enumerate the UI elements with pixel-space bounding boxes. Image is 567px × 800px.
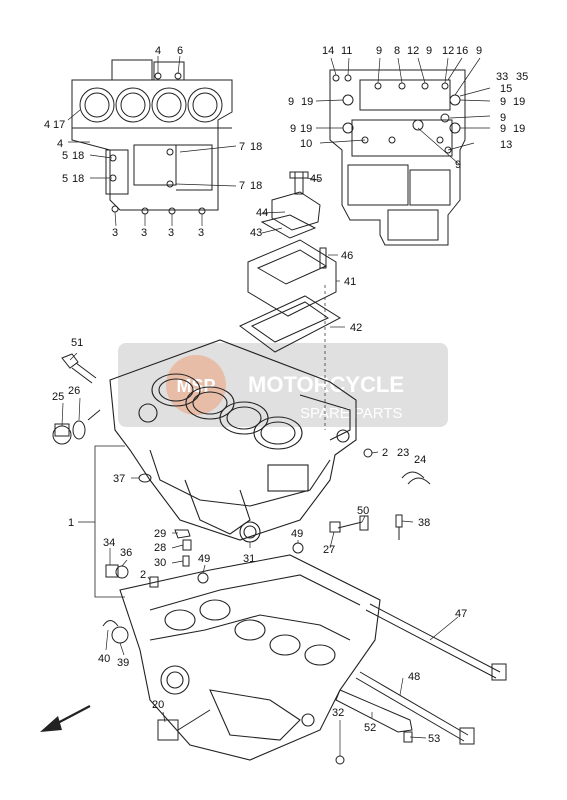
upper-crankcase <box>109 339 357 543</box>
part-label: 19 <box>300 123 312 135</box>
part-label: 48 <box>408 671 420 683</box>
part-label: 8 <box>394 45 400 57</box>
part-label: 44 <box>256 207 268 219</box>
breather-cover-assembly <box>239 171 342 353</box>
lower-leader-lines <box>61 352 459 756</box>
part-label: 37 <box>113 473 125 485</box>
part-label: 2 <box>140 569 146 581</box>
part-label: 3 <box>168 227 174 239</box>
part-label: 7 <box>239 141 245 153</box>
part-label: 9 <box>290 123 296 135</box>
part-label: 19 <box>513 123 525 135</box>
part-label: 9 <box>288 96 294 108</box>
part-label: 35 <box>516 71 528 83</box>
part-label: 40 <box>98 653 110 665</box>
part-label: 18 <box>250 180 262 192</box>
part-label: 3 <box>112 227 118 239</box>
part-label: 9 <box>500 96 506 108</box>
part-label: 6 <box>177 45 183 57</box>
part-label: 20 <box>152 699 164 711</box>
small-parts-right <box>292 448 507 745</box>
part-label: 25 <box>52 391 64 403</box>
part-label: 51 <box>71 337 83 349</box>
part-label: 4 <box>155 45 161 57</box>
part-label: 18 <box>72 173 84 185</box>
part-label: 24 <box>414 454 426 466</box>
part-label: 38 <box>418 517 430 529</box>
part-label: 17 <box>53 119 65 131</box>
bearing-shells-23-24 <box>401 471 431 485</box>
part-label: 12 <box>442 45 454 57</box>
part-label: 9 <box>500 112 506 124</box>
part-label: 1 <box>68 517 74 529</box>
part-label: 49 <box>198 553 210 565</box>
part-label: 10 <box>300 138 312 150</box>
part-label: 31 <box>243 553 255 565</box>
part-label: 9 <box>500 123 506 135</box>
part-labels: 4 6 4 17 4 5 18 5 18 7 18 7 18 3 3 3 3 1… <box>44 45 528 745</box>
part-label: 11 <box>341 45 352 57</box>
plug-25-oring-26 <box>52 409 101 445</box>
part-label: 4 <box>44 119 50 131</box>
lower-crankcase <box>119 554 381 761</box>
part-1-bracket <box>78 445 125 598</box>
part-label: 41 <box>344 276 356 288</box>
part-label: 47 <box>455 608 467 620</box>
upper-right-leader-lines <box>315 57 491 166</box>
part-label: 4 <box>57 138 63 150</box>
part-label: 14 <box>322 45 334 57</box>
upper-left-leader-lines <box>67 55 237 227</box>
part-label: 9 <box>476 45 482 57</box>
part-label: 2 <box>382 447 388 459</box>
part-label: 26 <box>68 385 80 397</box>
watermark-subtitle: SPARE PARTS <box>300 405 403 422</box>
part-label: 3 <box>198 227 204 239</box>
part-label: 49 <box>291 528 303 540</box>
part-label: 5 <box>62 173 68 185</box>
front-direction-arrow-icon <box>40 705 91 732</box>
part-label: 34 <box>103 537 115 549</box>
part-label: 32 <box>332 707 344 719</box>
part-label: 52 <box>364 722 376 734</box>
part-label: 19 <box>301 96 313 108</box>
part-label: 3 <box>141 227 147 239</box>
part-label: 13 <box>500 139 512 151</box>
part-label: 43 <box>250 227 262 239</box>
breather-leader-lines <box>261 177 345 430</box>
part-label: 33 <box>496 71 508 83</box>
part-label: 30 <box>154 557 166 569</box>
part-label: 9 <box>376 45 382 57</box>
watermark: MSP MOTORCYCLE SPARE PARTS <box>118 343 448 427</box>
part-label: 7 <box>239 180 245 192</box>
part-label: 45 <box>310 173 322 185</box>
part-label: 46 <box>341 250 353 262</box>
lower-crankcase-bottom-view <box>329 69 466 246</box>
part-label: 5 <box>62 150 68 162</box>
part-label: 19 <box>513 96 525 108</box>
part-label: 15 <box>500 83 512 95</box>
upper-crankcase-top-view <box>71 59 233 215</box>
part-label: 53 <box>428 733 440 745</box>
part-label: 39 <box>117 657 129 669</box>
part-label: 42 <box>350 322 362 334</box>
part-label: 9 <box>426 45 432 57</box>
watermark-logo: MSP <box>176 376 215 396</box>
watermark-title: MOTORCYCLE <box>248 372 404 397</box>
part-label: 18 <box>250 141 262 153</box>
part-label: 18 <box>72 150 84 162</box>
part-label: 12 <box>407 45 419 57</box>
part-label: 23 <box>397 447 409 459</box>
part-label: 16 <box>456 45 468 57</box>
part-label: 9 <box>455 159 461 171</box>
part-label: 28 <box>154 542 166 554</box>
part-label: 36 <box>120 547 132 559</box>
part-label: 50 <box>357 505 369 517</box>
part-label: 27 <box>323 544 335 556</box>
part-label: 29 <box>154 528 166 540</box>
bolt-51 <box>61 353 97 384</box>
